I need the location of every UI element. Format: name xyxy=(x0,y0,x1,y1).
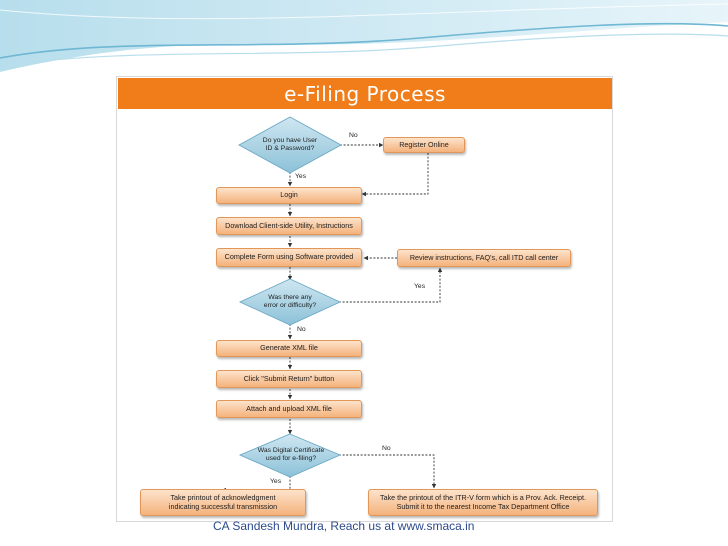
step-register-online: Register Online xyxy=(383,137,465,153)
label-no-certificate: No xyxy=(382,445,391,452)
label-no-credentials: No xyxy=(349,132,358,139)
step-complete-form: Complete Form using Software provided xyxy=(216,248,362,267)
decision-diamond-certificate xyxy=(238,433,342,478)
step-printout-acknowledgment: Take printout of acknowledgment indicati… xyxy=(140,489,306,516)
step-download-utility: Download Client-side Utility, Instructio… xyxy=(216,217,362,235)
label-no-error: No xyxy=(297,326,306,333)
decision-diamond-credentials xyxy=(238,116,342,174)
label-yes-certificate: Yes xyxy=(270,478,282,485)
decision-certificate-text: Was Digital Certificate used for e-filin… xyxy=(257,446,325,462)
step-review-instructions: Review instructions, FAQ's, call ITD cal… xyxy=(397,249,571,267)
label-yes-error: Yes xyxy=(414,283,426,290)
step-generate-xml: Generate XML file xyxy=(216,340,362,357)
diagram-title: e-Filing Process xyxy=(118,78,612,109)
decision-diamond-error xyxy=(238,278,342,326)
step-printout-itrv: Take the printout of the ITR-V form whic… xyxy=(368,489,598,516)
footer-credit: CA Sandesh Mundra, Reach us at www.smaca… xyxy=(213,519,475,533)
step-submit-return: Click "Submit Return" button xyxy=(216,370,362,388)
step-login: Login xyxy=(216,187,362,204)
decision-credentials-text: Do you have User ID & Password? xyxy=(262,136,318,152)
diagram-frame xyxy=(116,76,613,522)
decision-error-text: Was there any error or difficulty? xyxy=(263,293,317,309)
label-yes-credentials: Yes xyxy=(295,173,307,180)
step-attach-upload: Attach and upload XML file xyxy=(216,400,362,418)
